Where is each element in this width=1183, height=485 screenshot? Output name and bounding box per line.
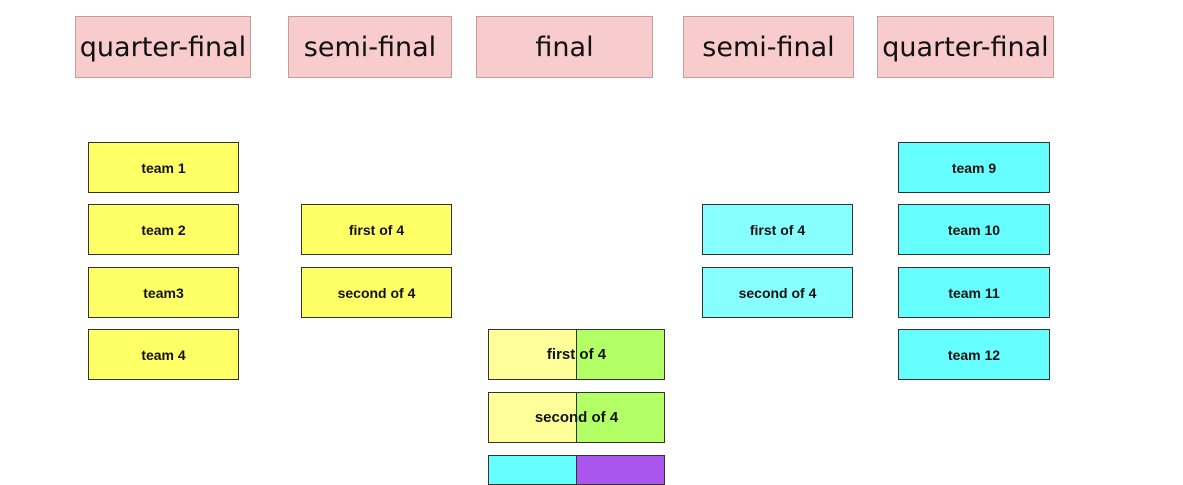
final-slot-left-half xyxy=(489,393,576,442)
header-final: final xyxy=(476,16,653,78)
semi-final-slot: second of 4 xyxy=(702,267,853,318)
final-slot-right-half xyxy=(576,330,664,379)
team-box: team 12 xyxy=(898,329,1050,380)
header-quarter-final-left: quarter-final xyxy=(75,16,251,78)
final-slot-label: first of 4 xyxy=(546,346,607,363)
team-box: team 11 xyxy=(898,267,1050,318)
team-box: team 4 xyxy=(88,329,239,380)
header-quarter-final-right: quarter-final xyxy=(877,16,1054,78)
final-slot-right-half xyxy=(576,393,664,442)
team-box: team 1 xyxy=(88,142,239,193)
final-slot-left-half xyxy=(489,330,576,379)
final-slot-left-half xyxy=(489,456,576,484)
team-box: team 9 xyxy=(898,142,1050,193)
final-slot-label: second of 4 xyxy=(534,409,619,426)
final-slot: first of 4 xyxy=(488,329,665,380)
final-slot: second of 4 xyxy=(488,392,665,443)
semi-final-slot: second of 4 xyxy=(301,267,452,318)
team-box: team3 xyxy=(88,267,239,318)
header-semi-final-left: semi-final xyxy=(288,16,452,78)
semi-final-slot: first of 4 xyxy=(702,204,853,255)
semi-final-slot: first of 4 xyxy=(301,204,452,255)
team-box: team 10 xyxy=(898,204,1050,255)
final-slot-right-half xyxy=(576,456,664,484)
final-slot-partial xyxy=(488,455,665,485)
header-semi-final-right: semi-final xyxy=(683,16,854,78)
team-box: team 2 xyxy=(88,204,239,255)
